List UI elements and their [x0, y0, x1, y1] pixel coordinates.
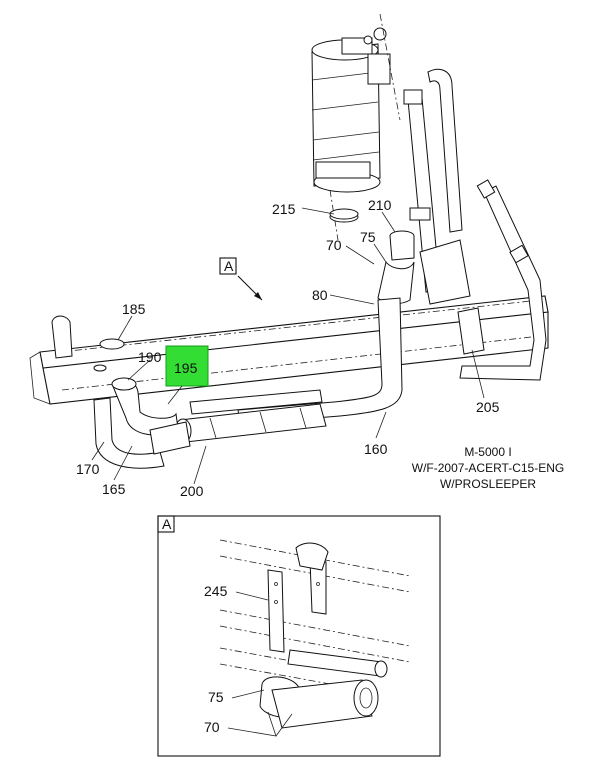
- callout-170[interactable]: 170: [76, 461, 100, 477]
- callout-160[interactable]: 160: [364, 441, 388, 457]
- callout-165[interactable]: 165: [102, 481, 126, 497]
- callout-195[interactable]: 195: [174, 360, 198, 376]
- callout-205[interactable]: 205: [476, 399, 500, 415]
- callout-210[interactable]: 210: [368, 197, 392, 213]
- detail-title: A: [162, 516, 172, 532]
- callout-200[interactable]: 200: [180, 483, 204, 499]
- callout-215[interactable]: 215: [272, 201, 296, 217]
- callout-195-highlight[interactable]: [165, 345, 209, 387]
- detail-callout-245[interactable]: 245: [204, 583, 228, 599]
- frame-rail: [29, 295, 549, 405]
- right-inclined-pipe: [459, 179, 547, 381]
- clamp-215: [329, 208, 359, 223]
- view-marker-box: [219, 257, 237, 275]
- detail-view-a: A 245 75 70: [157, 515, 441, 757]
- callout-80[interactable]: 80: [312, 287, 328, 303]
- callout-185[interactable]: 185: [122, 301, 146, 317]
- air-cleaner-canister: [311, 13, 401, 241]
- leader-lines: [91, 207, 485, 485]
- muffler-200: [174, 389, 327, 444]
- front-cap-185: [51, 315, 125, 372]
- callout-190[interactable]: 190: [138, 349, 162, 365]
- detail-panel-border: [157, 515, 441, 757]
- model-note-line1: M-5000 I: [464, 445, 511, 459]
- bracket-205: [457, 307, 485, 355]
- callout-75[interactable]: 75: [360, 229, 376, 245]
- model-note-line3: W/PROSLEEPER: [440, 477, 536, 491]
- callout-70[interactable]: 70: [326, 237, 342, 253]
- detail-callout-70[interactable]: 70: [204, 719, 220, 735]
- left-elbow-pipes: [93, 377, 191, 469]
- model-note-line2: W/F-2007-ACERT-C15-ENG: [412, 461, 564, 475]
- detail-title-box: [157, 515, 175, 533]
- exhaust-stack-pipe: [403, 68, 471, 305]
- detail-callout-75[interactable]: 75: [208, 689, 224, 705]
- view-marker-label: A: [224, 258, 234, 274]
- model-note: M-5000 I W/F-2007-ACERT-C15-ENG W/PROSLE…: [412, 445, 564, 491]
